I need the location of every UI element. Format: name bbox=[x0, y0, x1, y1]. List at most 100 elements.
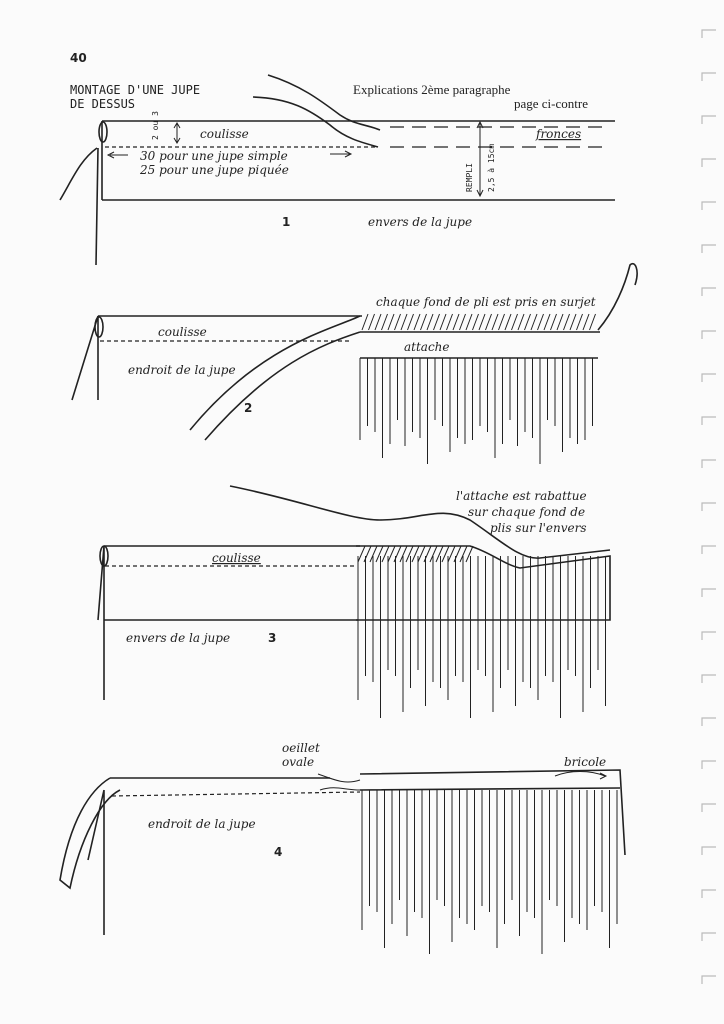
pleat-stitch bbox=[576, 313, 583, 331]
pleat-lines bbox=[357, 556, 606, 718]
pleat-lines bbox=[361, 790, 618, 954]
binder-hole bbox=[701, 803, 716, 812]
pleat-stitch bbox=[472, 313, 479, 331]
bricole-label: bricole bbox=[564, 755, 606, 769]
binder-hole bbox=[701, 373, 716, 382]
pleat-stitch bbox=[420, 313, 427, 331]
fronces-label: fronces bbox=[535, 127, 581, 141]
pleat-stitch bbox=[556, 313, 564, 331]
pleat-stitch bbox=[498, 313, 505, 331]
pleat-stitch bbox=[413, 313, 421, 331]
pleat-stitch bbox=[446, 313, 453, 331]
figure-3-side-label: envers de la jupe bbox=[126, 631, 230, 645]
fig3-note-line3: plis sur l'envers bbox=[490, 521, 587, 535]
figure-4-number: 4 bbox=[274, 845, 282, 859]
pleat-stitches bbox=[361, 313, 596, 331]
explanation-note-line2: page ci-contre bbox=[514, 96, 588, 111]
binder-hole bbox=[701, 287, 716, 296]
binder-hole bbox=[701, 416, 716, 425]
binder-hole bbox=[701, 846, 716, 855]
binder-hole bbox=[701, 72, 716, 81]
binder-hole bbox=[701, 674, 716, 683]
binder-hole bbox=[701, 158, 716, 167]
pleat-stitch bbox=[374, 313, 382, 331]
pleat-stitch bbox=[357, 545, 366, 563]
depth-label: 2 ou 3 bbox=[151, 111, 160, 140]
pleat-stitch bbox=[387, 313, 395, 331]
pleat-stitch bbox=[361, 313, 369, 331]
pleat-stitch bbox=[517, 313, 525, 331]
binder-hole bbox=[701, 889, 716, 898]
pleat-stitch bbox=[435, 545, 444, 563]
pleat-stitch bbox=[550, 313, 557, 331]
pleat-stitches bbox=[357, 545, 474, 563]
pleat-stitch bbox=[452, 313, 460, 331]
pleat-stitch bbox=[511, 313, 518, 331]
pleat-stitch bbox=[504, 313, 512, 331]
pleat-stitch bbox=[441, 545, 450, 563]
length-simple-label: 30 pour une jupe simple bbox=[140, 149, 288, 163]
figure-2-side-label: endroit de la jupe bbox=[128, 363, 236, 377]
pleat-stitch bbox=[394, 313, 401, 331]
pleat-stitch bbox=[417, 545, 426, 563]
pleat-stitch bbox=[563, 313, 570, 331]
binder-hole bbox=[701, 330, 716, 339]
pleat-stitch bbox=[485, 313, 492, 331]
coulisse-label: coulisse bbox=[212, 551, 261, 565]
pleat-stitch bbox=[459, 545, 468, 563]
attache-label: attache bbox=[404, 340, 450, 354]
pleat-stitch bbox=[465, 545, 474, 563]
pleat-stitch bbox=[429, 545, 438, 563]
pleat-stitch bbox=[387, 545, 396, 563]
explanation-note-line1: Explications 2ème paragraphe bbox=[353, 82, 511, 97]
binder-hole bbox=[701, 115, 716, 124]
pleat-stitch bbox=[478, 313, 486, 331]
surjet-note: chaque fond de pli est pris en surjet bbox=[376, 295, 596, 309]
binder-hole bbox=[701, 932, 716, 941]
pleat-stitch bbox=[369, 545, 378, 563]
pleat-stitch bbox=[543, 313, 551, 331]
pleat-stitch bbox=[411, 545, 420, 563]
pleat-stitch bbox=[459, 313, 466, 331]
figure-1-side-label: envers de la jupe bbox=[368, 215, 472, 229]
pleat-stitch bbox=[400, 313, 408, 331]
binder-hole bbox=[701, 588, 716, 597]
page-number: 40 bbox=[70, 51, 87, 65]
pleat-stitch bbox=[589, 313, 596, 331]
fig3-note-line1: l'attache est rabattue bbox=[456, 489, 587, 503]
pleat-stitch bbox=[491, 313, 499, 331]
binder-hole bbox=[701, 631, 716, 640]
figure-2-number: 2 bbox=[244, 401, 252, 415]
binder-hole bbox=[701, 29, 716, 38]
rempli-range-label: 2,5 à 15cm bbox=[487, 144, 496, 192]
rempli-label: REMPLI bbox=[465, 163, 474, 192]
page-title-line2: DE DESSUS bbox=[70, 97, 135, 111]
binder-hole bbox=[701, 459, 716, 468]
binder-holes bbox=[701, 29, 716, 984]
pleat-stitch bbox=[447, 545, 456, 563]
pleat-stitch bbox=[405, 545, 414, 563]
fig3-note-line2: sur chaque fond de bbox=[468, 505, 585, 519]
figure-3-number: 3 bbox=[268, 631, 276, 645]
figure-2: chaque fond de pli est pris en surjet co… bbox=[71, 263, 638, 464]
pleat-stitch bbox=[368, 313, 375, 331]
binder-hole bbox=[701, 244, 716, 253]
page-title-line1: MONTAGE D'UNE JUPE bbox=[70, 83, 200, 97]
binder-hole bbox=[701, 502, 716, 511]
pleat-stitch bbox=[582, 313, 590, 331]
coulisse-label: coulisse bbox=[158, 325, 207, 339]
figure-1-number: 1 bbox=[282, 215, 290, 229]
pleat-stitch bbox=[537, 313, 544, 331]
figure-1: 2 ou 3 coulisse 30 pour une jupe simple … bbox=[59, 74, 615, 266]
pleat-stitch bbox=[465, 313, 473, 331]
pleat-stitch bbox=[375, 545, 384, 563]
pleat-stitch bbox=[381, 545, 390, 563]
pleat-stitch bbox=[381, 313, 388, 331]
pleat-lines bbox=[359, 358, 593, 464]
pleat-stitch bbox=[399, 545, 408, 563]
binder-hole bbox=[701, 545, 716, 554]
binder-hole bbox=[701, 201, 716, 210]
length-piquee-label: 25 pour une jupe piquée bbox=[139, 163, 289, 177]
